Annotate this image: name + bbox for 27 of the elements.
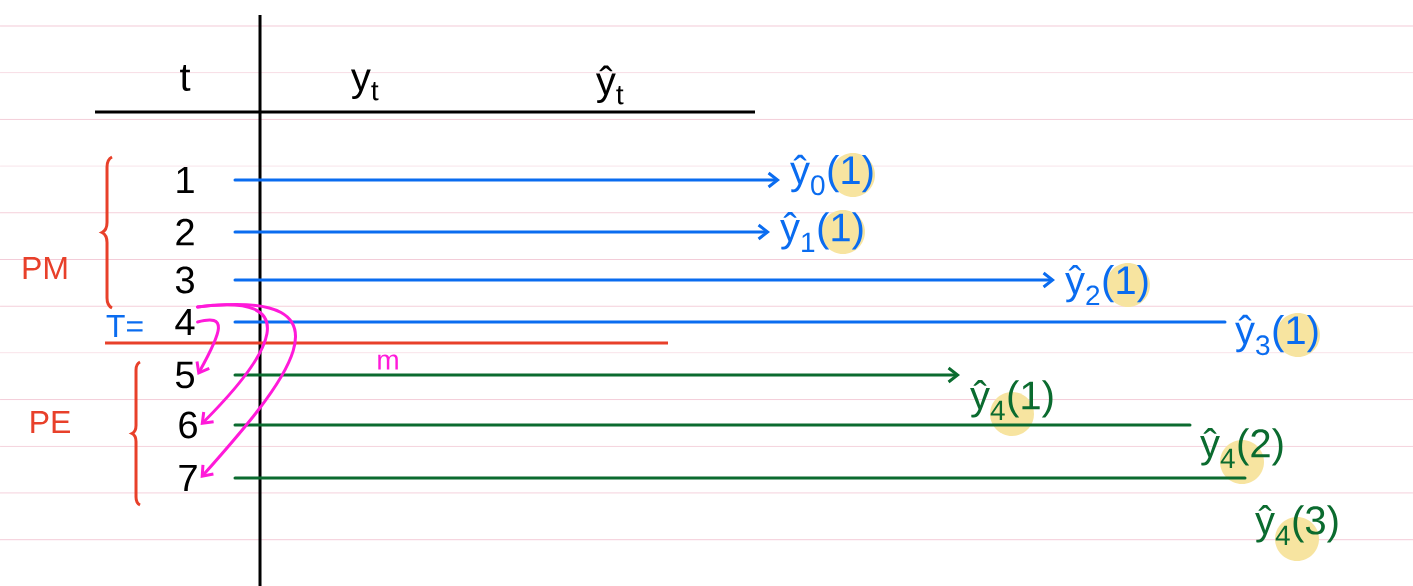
row-number: 3 [175,266,194,294]
annotation-label: m [378,354,398,370]
forecast-label: ŷ$_{4}$(2) [1200,428,1283,468]
annotation-label: T= [106,315,143,337]
column-header: t [180,64,191,92]
column-header: y$_{t}$ [350,69,379,101]
row-number: 6 [179,411,197,439]
forecast-label: ŷ$_{2}$(1) [1065,264,1148,306]
arrow [233,271,1055,289]
forecast-label: ŷ$_{1}$(1) [780,212,863,252]
annotation-label: PM [23,257,67,279]
row-number: 2 [176,218,194,246]
column-header: ŷ$_{t}$ [595,65,624,105]
forecast-label: ŷ$_{4}$(3) [1255,505,1338,545]
forecast-label: ŷ$_{3}$(1) [1235,314,1318,356]
annotation-label: PE [31,411,70,433]
forecast-label: ŷ$_{0}$(1) [790,154,873,196]
arrow [195,318,220,375]
row-number: 7 [179,464,197,492]
arrow [233,223,770,241]
row-number: 5 [175,361,194,389]
arrow [196,302,297,478]
row-number: 4 [175,308,195,336]
row-number: 1 [177,166,194,194]
arrow [233,171,780,189]
arrow [233,366,960,384]
forecast-label: ŷ$_{4}$(1) [970,380,1053,420]
